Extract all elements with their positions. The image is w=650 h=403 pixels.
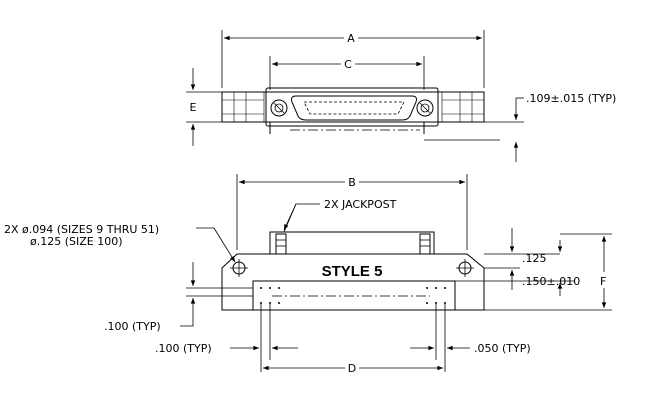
dim-100-left-label: .100 (TYP) [104, 320, 161, 333]
dim-a-label: A [347, 32, 355, 45]
dim-f-label: F [600, 275, 606, 288]
dim-d-label: D [348, 362, 356, 375]
front-view: B 2X JACKPOST STYLE 5 [4, 174, 612, 375]
dsub-receptacle [291, 95, 417, 121]
dim-b-label: B [348, 176, 356, 189]
hole-note-line2: ø.125 (SIZE 100) [30, 235, 123, 248]
dim-c-label: C [344, 58, 352, 71]
top-flange [221, 91, 485, 123]
top-view: A C [186, 30, 616, 162]
dim-100-bottom-label: .100 (TYP) [155, 342, 212, 355]
pin-block [252, 280, 456, 311]
pin-dots [260, 287, 446, 304]
dim-e-label: E [190, 101, 197, 114]
top-shell [265, 87, 439, 127]
right-end-block [441, 92, 484, 122]
hole-note-line1: 2X ø.094 (SIZES 9 THRU 51) [4, 223, 159, 236]
dim-125-label: .125 [522, 252, 547, 265]
mount-tolerance-label: .109±.015 (TYP) [526, 92, 616, 105]
front-housing [269, 231, 435, 255]
left-jackpost-icon [270, 99, 288, 117]
right-mount-hole-icon [456, 259, 474, 277]
left-mount-hole-icon [230, 259, 248, 277]
right-jackpost-icon [416, 99, 434, 117]
jackpost-note: 2X JACKPOST [324, 198, 397, 211]
style-label: STYLE 5 [322, 263, 383, 280]
dim-050-label: .050 (TYP) [474, 342, 531, 355]
dim-150-label: .150±.010 [522, 275, 580, 288]
left-end-block [222, 92, 265, 122]
